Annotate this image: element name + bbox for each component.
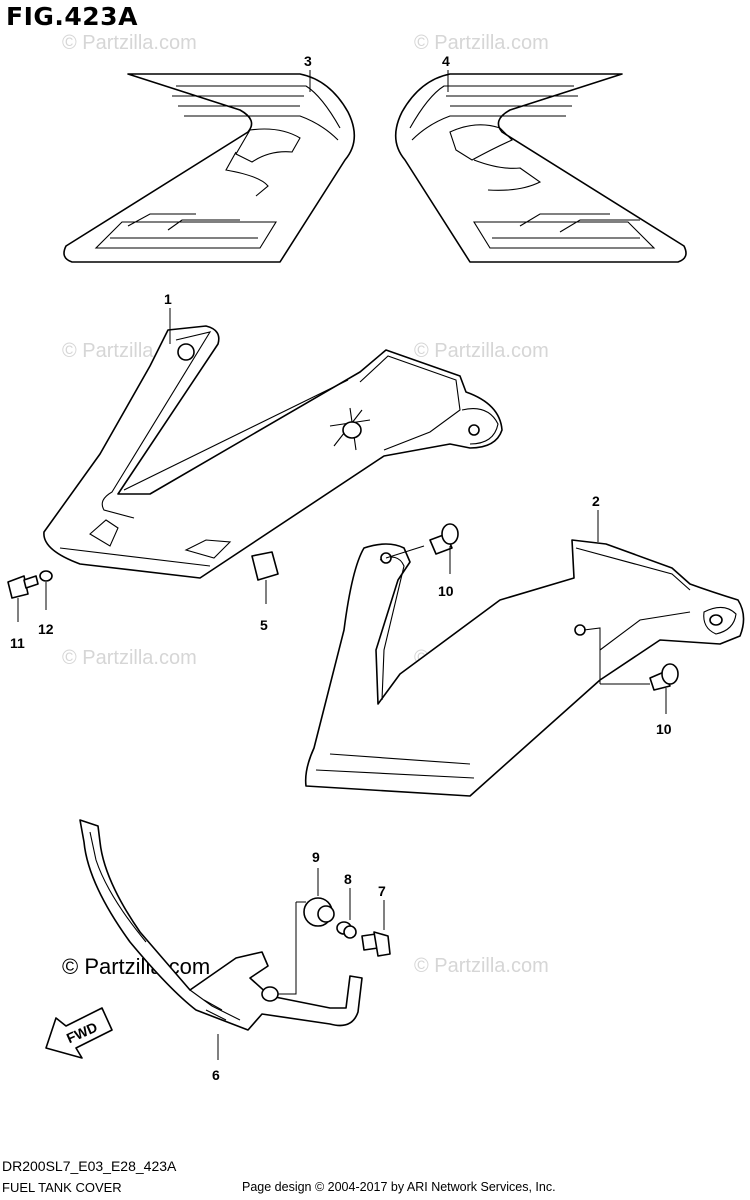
watermark: © Partzilla.com — [62, 647, 197, 669]
callout-12: 12 — [38, 621, 54, 637]
washer — [39, 570, 53, 582]
callout-5: 5 — [260, 617, 268, 633]
watermark: © Partzilla.com — [414, 340, 549, 362]
callout-1: 1 — [164, 291, 172, 307]
callouts: 3 4 1 2 10 5 12 11 10 9 8 7 6 — [10, 53, 672, 1083]
figure-title: FIG.423A — [6, 2, 138, 31]
callout-2: 2 — [592, 493, 600, 509]
callout-9: 9 — [312, 849, 320, 865]
fwd-arrow: FWD — [45, 1007, 113, 1059]
callout-10a: 10 — [438, 583, 454, 599]
watermark-dark: © Partzilla.com — [62, 954, 210, 979]
watermark: © Partzilla.com — [62, 32, 197, 54]
watermark: © Partzilla.com — [414, 955, 549, 977]
cushion — [251, 551, 279, 581]
fuel-tank-cover-left — [43, 325, 503, 579]
emblem-decal-left — [63, 73, 356, 263]
bolt — [7, 575, 39, 599]
figure-name: FUEL TANK COVER — [2, 1180, 122, 1195]
callout-8: 8 — [344, 871, 352, 887]
callout-10b: 10 — [656, 721, 672, 737]
callout-3: 3 — [304, 53, 312, 69]
figure-code: DR200SL7_E03_E28_423A — [2, 1158, 177, 1174]
fuel-tank-cover-right — [304, 539, 745, 797]
callout-11: 11 — [10, 635, 25, 651]
grommet — [303, 897, 335, 927]
screw — [429, 523, 459, 555]
watermark: © Partzilla.com — [414, 32, 549, 54]
collar — [336, 921, 357, 939]
callout-7: 7 — [378, 883, 386, 899]
bolt — [361, 931, 391, 957]
screw — [649, 663, 679, 691]
leader-lines — [17, 70, 667, 1060]
emblem-decal-right — [394, 73, 687, 263]
callout-4: 4 — [442, 53, 450, 69]
credit-text: Page design © 2004-2017 by ARI Network S… — [242, 1180, 556, 1194]
callout-6: 6 — [212, 1067, 220, 1083]
